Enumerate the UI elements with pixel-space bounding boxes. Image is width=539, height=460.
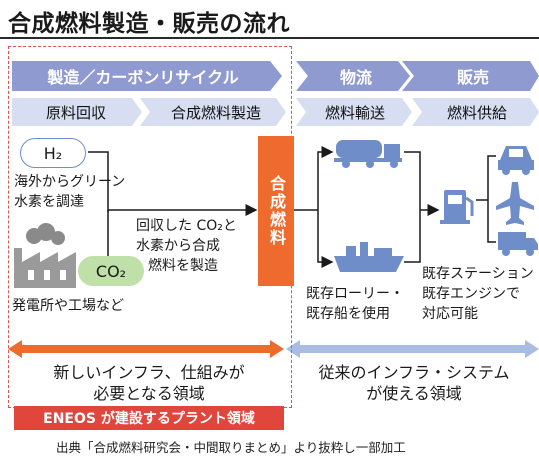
airplane-icon (496, 182, 534, 225)
existing-infra-note-2: が使える領域 (366, 384, 462, 403)
sales-text-2: 既存エンジンで (422, 286, 520, 302)
subband-supply: 燃料供給 (446, 103, 507, 122)
car-icon (498, 146, 534, 175)
subband-raw-material: 原料回収 (45, 103, 106, 122)
page-title: 合成燃料製造・販売の流れ (8, 11, 290, 37)
process-text-1: 回収した CO₂と (136, 218, 237, 234)
to-ship-arrow (317, 210, 334, 268)
band-production-shape (12, 61, 282, 91)
sales-text-3: 対応可能 (422, 306, 478, 322)
transport-text-2: 既存船を使用 (306, 306, 390, 322)
co2-node: CO₂ (78, 256, 144, 286)
h2-description-2: 水素を調達 (14, 194, 84, 210)
h2-connector (88, 151, 109, 212)
band-sales-shape (402, 61, 539, 91)
fuel-pump-icon (440, 190, 474, 224)
subband-synthesis: 合成燃料製造 (170, 103, 261, 122)
band-production: 製造／カーボンリサイクル (47, 68, 239, 87)
source-citation: 出典「合成燃料研究会・中間取りまとめ」より抜粋し一部加工 (56, 440, 406, 455)
existing-infra-note-1: 従来のインフラ・システム (318, 363, 510, 382)
tanker-truck-icon (334, 140, 402, 168)
subband-synthesis-shape (140, 98, 286, 126)
subband-transport-shape (296, 98, 412, 126)
truck-to-station (404, 151, 421, 210)
band-distribution-shape (296, 61, 410, 91)
factory-icon (14, 223, 76, 288)
h2-node: H₂ (20, 138, 86, 168)
new-infra-note-1: 新しいインフラ、仕組みが (53, 363, 245, 382)
to-car-arrow (487, 155, 496, 200)
process-text-2: 水素から合成 (136, 238, 220, 254)
to-truck-arrow (317, 146, 334, 210)
to-truck2-arrow (487, 200, 496, 243)
blue-range-arrow (286, 340, 539, 358)
new-infra-note-2: 必要となる領域 (93, 384, 205, 403)
subband-raw-shape (12, 98, 142, 126)
synthetic-fuel-label: 合成燃料 (267, 175, 286, 247)
co2-source-label: 発電所や工場など (12, 298, 124, 314)
ship-to-station (404, 210, 421, 263)
band-sales: 販売 (456, 68, 489, 87)
band-distribution: 物流 (339, 68, 372, 87)
title-divider (0, 37, 539, 39)
orange-range-arrow (8, 340, 284, 358)
eneos-plant-badge: ENEOS が建設するプラント領域 (14, 406, 284, 430)
delivery-truck-icon (498, 232, 538, 256)
h2-description-1: 海外からグリーン (14, 174, 126, 190)
synthetic-fuel-bar: 合成燃料 (258, 136, 294, 286)
subband-transport: 燃料輸送 (324, 103, 385, 122)
transport-text-1: 既存ローリー・ (306, 286, 404, 302)
subband-supply-shape (412, 98, 539, 126)
ship-icon (334, 242, 404, 272)
process-text-3: 燃料を製造 (148, 258, 218, 274)
sales-text-1: 既存ステーション・ (422, 266, 539, 282)
